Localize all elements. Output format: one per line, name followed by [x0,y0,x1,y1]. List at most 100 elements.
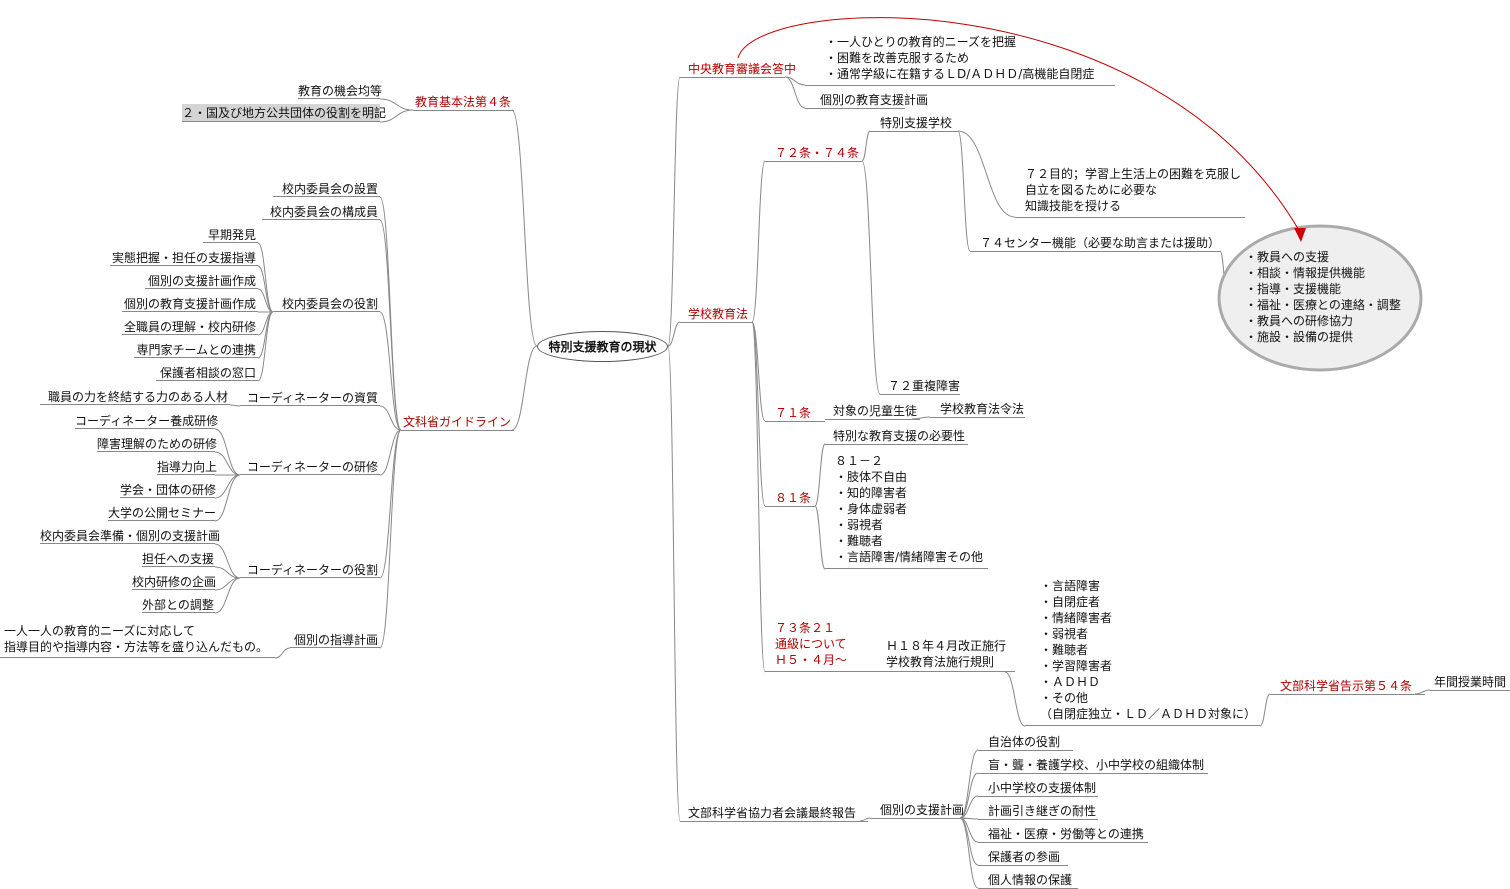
note-line: ・ＡＤＨＤ [1040,675,1101,689]
topic-guideline[interactable]: 文科省ガイドライン [401,414,514,431]
subtopic[interactable]: コーディネーターの役割 [240,562,380,578]
note-leaf[interactable]: ・言語障害 ・自閉症者 ・情緒障害者 ・弱視者 ・難聴者 ・学習障害者 ・ＡＤＨ… [1025,578,1260,726]
connector [257,265,274,313]
leaf[interactable]: 校内委員会準備・個別の支援計画 [40,529,221,544]
leaf[interactable]: ７４センター機能（必要な助言または援助） [970,235,1220,252]
connector [379,405,402,431]
note-line: 指導目的や指導内容・方法等を盛り込んだもの。 [4,640,269,654]
subtopic[interactable]: 個別の指導計画 [290,632,380,648]
subtopic[interactable]: 個別の支援計画 [870,802,970,819]
connector [274,647,291,659]
subtopic[interactable]: コーディネーターの研修 [240,459,380,475]
note-line: ・知的障害者 [835,486,908,500]
leaf[interactable]: 個別の支援計画作成 [145,273,258,289]
leaf[interactable]: 年間授業時間 [1430,674,1510,691]
connector [214,577,241,614]
note-line: ・困難を改善克服するため [825,51,970,65]
leaf[interactable]: 実態把握・担任の支援指導 [110,251,258,266]
connector [959,817,979,888]
note-line: ・一人ひとりの教育的ニーズを把握 [825,35,1017,49]
connector [511,345,538,431]
connector [379,219,402,431]
connector [751,321,766,673]
leaf[interactable]: 校内研修の企画 [132,575,217,590]
connector [751,321,766,507]
leaf[interactable]: 早期発見 [203,227,258,243]
label-line: ７３条２１ [775,621,836,635]
bubble-item: ・指導・支援機能 [1245,282,1342,296]
subtopic-selected[interactable]: ２・国及び地方公共団体の役割を明記 [182,104,387,122]
leaf[interactable]: 個人情報の保護 [978,872,1078,889]
leaf[interactable]: 担任への支援 [142,552,215,567]
central-topic[interactable]: 特別支援教育の現状 [537,331,668,362]
center-functions-bubble [1217,224,1423,372]
leaf[interactable]: 指導力向上 [157,460,218,475]
subtopic[interactable]: 校内委員会の構成員 [262,204,380,220]
leaf[interactable]: 全職員の理解・校内研修 [122,320,258,335]
note-line: 自立を図るために必要な [1025,183,1158,197]
note-line: ７２目的；学習上生活上の困難を克服し [1025,167,1242,181]
leaf[interactable]: 特別な教育支援の必要性 [825,428,968,445]
subtopic[interactable]: 教育の機会均等 [298,84,383,99]
connector [957,130,1016,218]
connector [861,160,881,395]
leaf[interactable]: 保護者の参画 [978,849,1068,866]
leaf[interactable]: コーディネーター養成研修 [75,414,219,429]
subtopic-71[interactable]: ７１条 [765,405,825,422]
topic-kyoryoku[interactable]: 文部科学省協力者会議最終報告 [680,805,868,822]
subtopic-81[interactable]: ８１条 [765,490,815,507]
connector [379,196,402,431]
note-leaf[interactable]: 一人一人の教育的ニーズに対応して 指導目的や指導内容・方法等を盛り込んだもの。 [0,623,275,658]
connector [667,321,681,347]
leaf[interactable]: 専門家チームとの連携 [134,342,258,358]
connector [911,416,931,420]
note-leaf[interactable]: ７２目的；学習上生活上の困難を克服し 自立を図るために必要な 知識技能を授ける [1015,166,1245,218]
topic-gakko[interactable]: 学校教育法 [680,306,752,323]
note-leaf[interactable]: ・一人ひとりの教育的ニーズを把握 ・困難を改善克服するため ・通常学級に在籍する… [805,34,1115,86]
leaf[interactable]: 学校教育法令法 [930,401,1025,418]
rule-line: Ｈ１８年４月改正施行 [886,639,1007,653]
leaf[interactable]: 障害理解のための研修 [97,437,218,452]
leaf[interactable]: 計画引き継ぎの耐性 [978,803,1098,820]
connector [959,817,979,866]
connector [257,311,274,336]
leaf[interactable]: 個別の教育支援計画 [805,92,928,109]
connector [1414,689,1431,695]
connector [784,76,806,86]
connector [214,577,241,591]
subtopic[interactable]: 対象の児童生徒 [825,403,920,420]
leaf[interactable]: 福祉・医療・労働等との連携 [978,826,1148,843]
connector [814,505,826,570]
note-line: 知識技能を授ける [1025,199,1122,213]
subtopic-kokuji[interactable]: 文部科学省告示第５４条 [1270,678,1425,695]
note-leaf[interactable]: ８１－２ ・肢体不自由 ・知的障害者 ・身体虚弱者 ・弱視者 ・難聴者 ・言語障… [825,453,988,569]
connector [861,130,871,162]
center-functions-list[interactable]: ・教員への支援 ・相談・情報提供機能 ・指導・支援機能 ・福祉・医療との連絡・調… [1245,249,1401,345]
subtopic[interactable]: 特別支援学校 [870,115,958,132]
connector [257,311,274,359]
connector [379,429,402,649]
leaf[interactable]: 小中学校の支援体制 [978,780,1098,797]
leaf[interactable]: 個別の教育支援計画作成 [122,297,258,312]
note-line: ・弱視者 [1040,627,1089,641]
subtopic[interactable]: 校内委員会の役割 [273,296,380,312]
topic-chuo[interactable]: 中央教育審議会答中 [680,61,796,78]
leaf[interactable]: 学会・団体の研修 [120,483,217,498]
leaf[interactable]: 外部との調整 [142,598,215,613]
arrow-head-icon [1294,228,1306,242]
leaf[interactable]: 自治体の役割 [978,734,1073,751]
leaf[interactable]: 保護者相談の窓口 [156,365,258,381]
topic-kihonho[interactable]: 教育基本法第４条 [413,94,514,111]
leaf[interactable]: ７２重複障害 [880,378,960,395]
subtopic-72[interactable]: ７２条・７４条 [765,145,862,162]
label-line: Ｈ５・４月～ [775,653,848,667]
leaf[interactable]: 盲・聾・養護学校、小中学校の組織体制 [978,757,1208,774]
subtopic[interactable]: 校内委員会の設置 [273,181,380,197]
note-line: 一人一人の教育的ニーズに対応して [4,624,196,638]
leaf[interactable]: 職員の力を終結する力のある人材 [40,389,230,405]
leaf[interactable]: 大学の公開セミナー [108,506,217,521]
subtopic-73[interactable]: ７３条２１ 通級について Ｈ５・４月～ Ｈ１８年４月改正施行 学校教育法施行規則 [765,620,1015,672]
subtopic[interactable]: コーディネーターの資質 [240,390,380,406]
note-line: ・弱視者 [835,518,884,532]
